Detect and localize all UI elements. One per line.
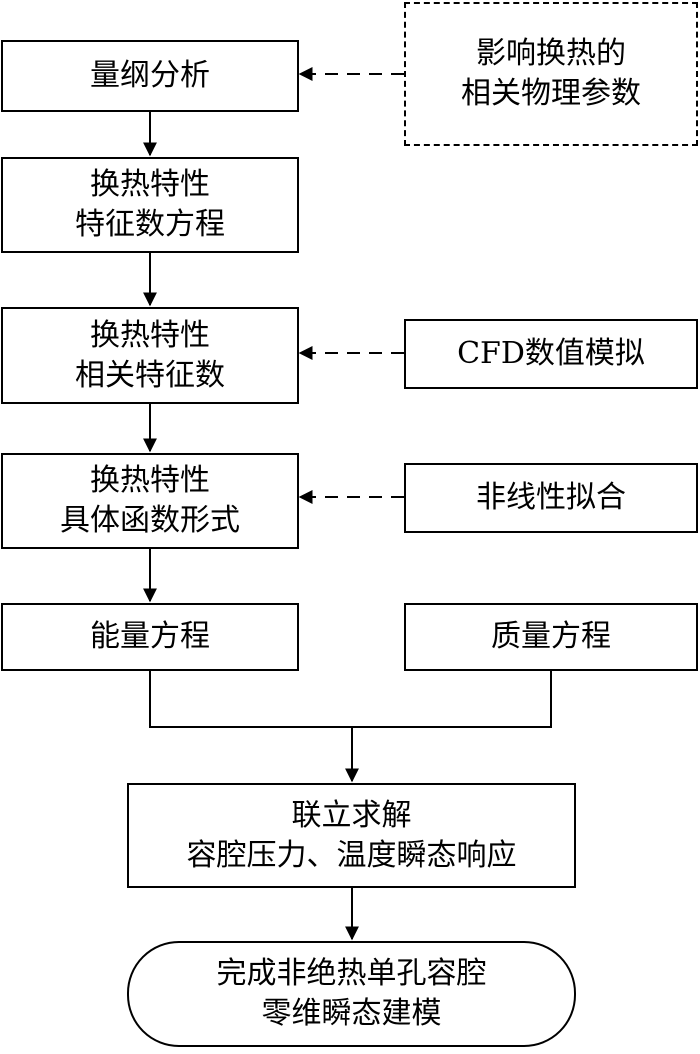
node-label: 联立求解 bbox=[291, 797, 412, 833]
node-label: 相关物理参数 bbox=[461, 76, 641, 111]
node-label: 容腔压力、温度瞬态响应 bbox=[186, 837, 517, 873]
node-final-modeling: 完成非绝热单孔容腔 零维瞬态建模 bbox=[127, 941, 576, 1047]
node-label: 相关特征数 bbox=[75, 357, 225, 393]
node-nonlinear-fit: 非线性拟合 bbox=[404, 463, 698, 533]
node-label: 特征数方程 bbox=[75, 207, 225, 242]
node-cfd: CFD数值模拟 bbox=[404, 319, 698, 389]
node-joint-solve: 联立求解 容腔压力、温度瞬态响应 bbox=[127, 783, 576, 888]
node-char-equation: 换热特性 特征数方程 bbox=[1, 157, 299, 253]
node-label: 具体函数形式 bbox=[60, 503, 240, 538]
node-label: 零维瞬态建模 bbox=[261, 996, 442, 1031]
node-label: 非线性拟合 bbox=[476, 480, 626, 515]
node-mass-equation: 质量方程 bbox=[404, 603, 698, 671]
node-char-numbers: 换热特性 相关特征数 bbox=[1, 307, 299, 404]
node-label: 换热特性 bbox=[90, 463, 210, 498]
node-label: 完成非绝热单孔容腔 bbox=[216, 956, 487, 991]
node-label: 换热特性 bbox=[90, 317, 210, 353]
node-label: 影响换热的 bbox=[476, 36, 626, 71]
node-label: 换热特性 bbox=[90, 167, 210, 202]
node-dimensional-analysis: 量纲分析 bbox=[1, 40, 299, 112]
node-physical-params: 影响换热的 相关物理参数 bbox=[404, 2, 698, 146]
node-label: 能量方程 bbox=[90, 619, 210, 654]
node-label: 质量方程 bbox=[491, 619, 611, 654]
node-function-form: 换热特性 具体函数形式 bbox=[1, 453, 299, 549]
node-energy-equation: 能量方程 bbox=[1, 603, 299, 671]
node-label: 量纲分析 bbox=[90, 58, 210, 93]
merge-line-energy-mass bbox=[149, 671, 552, 728]
node-label: CFD数值模拟 bbox=[457, 336, 645, 371]
